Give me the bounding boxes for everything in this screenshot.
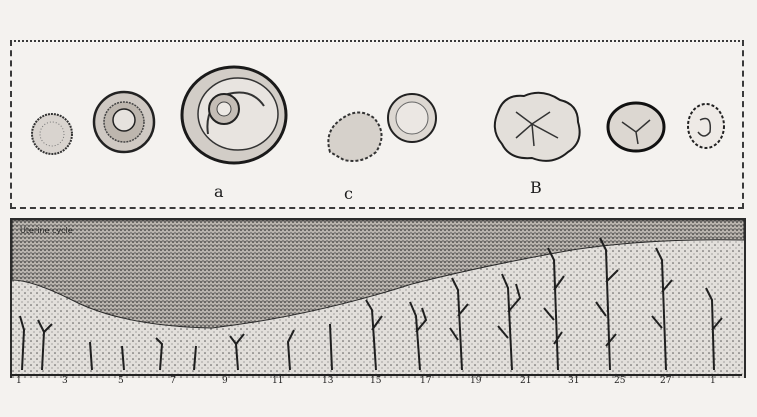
- uterine-cycle-caption: Uterine cycle: [20, 226, 73, 235]
- day-tick: 13: [322, 376, 333, 386]
- endometrium-panel: Uterine cycle: [10, 218, 746, 378]
- primordial-follicle: [32, 114, 72, 154]
- day-tick: 7: [170, 376, 176, 386]
- day-tick: 1: [16, 376, 22, 386]
- label-c: c: [344, 184, 353, 203]
- day-tick: 3: [62, 376, 68, 386]
- label-a: a: [214, 182, 224, 201]
- corpus-luteum: [495, 93, 580, 161]
- day-tick: 15: [370, 376, 381, 386]
- day-tick: 9: [222, 376, 228, 386]
- day-tick: 31: [568, 376, 579, 386]
- endometrium-drawing: [12, 220, 744, 378]
- follicle-panel: a c B: [10, 40, 744, 209]
- day-tick: 27: [660, 376, 671, 386]
- day-scale: 1 3 5 7 9 11 13 15 17 19 21 31 25 27 1: [10, 374, 742, 404]
- corpus-albicans: [688, 104, 724, 148]
- label-b: B: [530, 178, 542, 197]
- ruptured-follicle: [328, 94, 436, 161]
- mature-follicle: [182, 67, 286, 163]
- regressing-corpus-luteum: [608, 103, 664, 151]
- day-tick: 17: [420, 376, 431, 386]
- follicle-drawings: [12, 42, 742, 207]
- day-tick: 5: [118, 376, 124, 386]
- day-tick: 1: [710, 376, 716, 386]
- primary-follicle: [94, 92, 154, 152]
- day-tick: 21: [520, 376, 531, 386]
- day-tick: 25: [614, 376, 625, 386]
- day-tick: 11: [272, 376, 283, 386]
- day-tick: 19: [470, 376, 481, 386]
